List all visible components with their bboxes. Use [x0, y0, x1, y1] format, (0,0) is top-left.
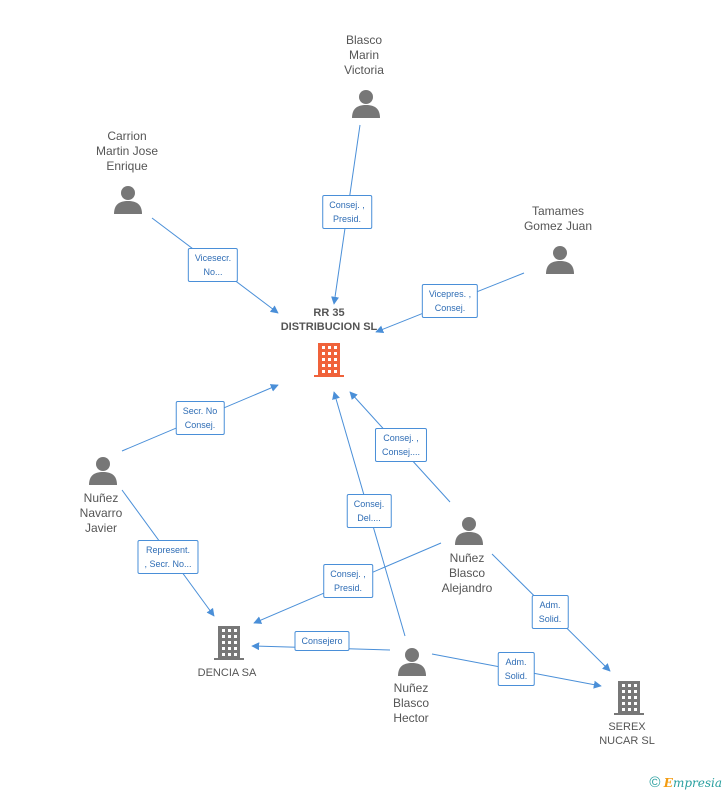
person-icon-nunez_hector[interactable] — [397, 646, 427, 681]
person-icon-carrion[interactable] — [113, 184, 143, 219]
node-label-serex[interactable]: SEREX NUCAR SL — [599, 721, 655, 747]
person-icon-nunez_navarro[interactable] — [88, 455, 118, 490]
node-label-nunez_alejandro[interactable]: Nuñez Blasco Alejandro — [441, 551, 493, 595]
node-label-nunez_hector[interactable]: Nuñez Blasco Hector — [392, 681, 430, 725]
edge-label-nunez_navarro-to-dencia[interactable]: Represent. , Secr. No... — [137, 540, 199, 574]
node-label-tamames[interactable]: Tamames Gomez Juan — [523, 204, 593, 233]
edge-label-nunez_hector-to-rr35[interactable]: Consej. Del.... — [346, 494, 392, 528]
edge-label-nunez_alejandro-to-dencia[interactable]: Consej. , Presid. — [323, 564, 373, 598]
edge-label-tamames-to-rr35[interactable]: Vicepres. , Consej. — [421, 284, 479, 318]
edge-label-blasco_marin-to-rr35[interactable]: Consej. , Presid. — [322, 195, 372, 229]
node-label-dencia[interactable]: DENCIA SA — [197, 667, 257, 679]
node-label-rr35[interactable]: RR 35 DISTRIBUCION SL — [280, 307, 378, 333]
node-label-nunez_navarro[interactable]: Nuñez Navarro Javier — [79, 491, 123, 535]
edge-label-nunez_hector-to-serex[interactable]: Adm. Solid. — [497, 652, 535, 686]
edge-label-nunez_navarro-to-rr35[interactable]: Secr. No Consej. — [175, 401, 225, 435]
empresia-logo: © Empresia — [649, 774, 722, 791]
person-icon-nunez_alejandro[interactable] — [454, 515, 484, 550]
copyright-icon: © — [649, 774, 661, 791]
edge-label-nunez_alejandro-to-serex[interactable]: Adm. Solid. — [531, 595, 569, 629]
edge-label-carrion-to-rr35[interactable]: Vicesecr. No... — [187, 248, 239, 282]
person-icon-tamames[interactable] — [545, 244, 575, 279]
node-label-blasco_marin[interactable]: Blasco Marin Victoria — [344, 33, 384, 77]
edge-label-nunez_alejandro-to-rr35[interactable]: Consej. , Consej.... — [374, 428, 428, 462]
building-icon-dencia[interactable] — [214, 626, 244, 665]
brand-name: mpresia — [672, 776, 722, 790]
node-label-carrion[interactable]: Carrion Martin Jose Enrique — [95, 129, 159, 173]
building-icon-serex[interactable] — [614, 681, 644, 720]
building-icon-rr35[interactable] — [314, 343, 344, 382]
person-icon-blasco_marin[interactable] — [351, 88, 381, 123]
brand-initial: E — [663, 776, 673, 790]
edge-label-nunez_hector-to-dencia[interactable]: Consejero — [294, 631, 350, 651]
